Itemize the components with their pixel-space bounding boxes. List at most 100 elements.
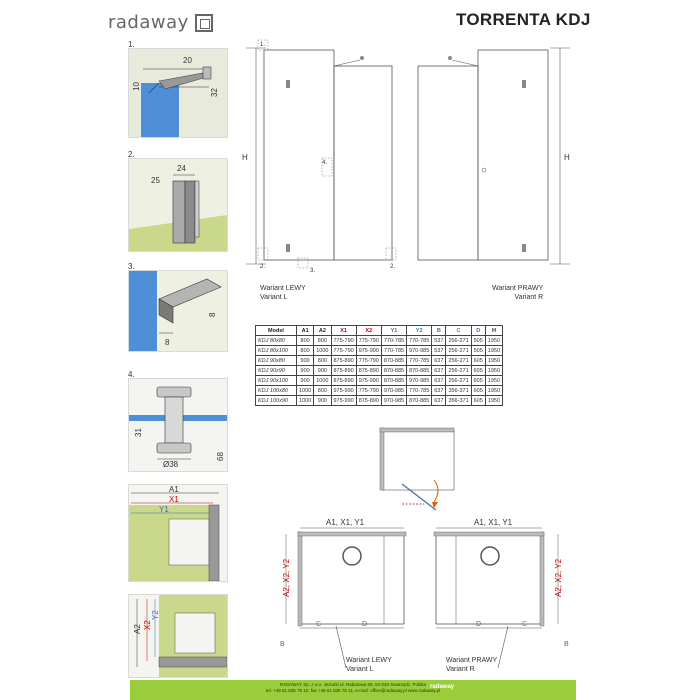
elevation-left-label: Wariant LEWY Variant L: [260, 284, 306, 302]
col-header: X2: [355, 325, 382, 336]
table-cell: 505: [470, 335, 486, 346]
table-cell: 875-890: [355, 365, 382, 376]
plan-left-top-dims: A1, X1, Y1: [326, 518, 365, 527]
footer-contact: tel. +48 61 835 75 10, fax +48 61 835 75…: [265, 688, 441, 693]
table-cell: 770-785: [406, 385, 433, 396]
table-cell: KDJ 90x80: [255, 355, 297, 366]
dim-24: 24: [177, 164, 186, 173]
table-cell: 1000: [295, 385, 315, 396]
plan-right-B: B: [564, 641, 569, 648]
table-cell: 356-371: [445, 385, 472, 396]
table-cell: 505: [470, 345, 486, 356]
table-cell: 975-990: [330, 385, 357, 396]
table-cell: 875-890: [330, 365, 357, 376]
table-cell: 770-785: [380, 335, 408, 346]
table-cell: 970-985: [406, 375, 433, 386]
elevation-left-label-en: Variant L: [260, 294, 288, 301]
table-cell: 870-885: [380, 375, 408, 386]
dim-X1: X1: [169, 495, 179, 504]
table-cell: 1950: [484, 385, 504, 396]
table-cell: 800: [295, 335, 315, 346]
elevation-left-label-pl: Wariant LEWY: [260, 285, 306, 292]
col-header: H: [484, 325, 504, 336]
footer-brand: radaway: [430, 684, 455, 690]
table-cell: 256-271: [445, 355, 472, 366]
table-cell: 900: [295, 375, 315, 386]
table-cell: 256-271: [445, 335, 472, 346]
step-4-detail-panel: 31 Ø38 68: [128, 378, 228, 472]
table-cell: KDJ 90x90: [255, 365, 297, 376]
step-4-number: 4.: [128, 370, 135, 379]
callout-4: 4.: [322, 160, 327, 166]
plan-right-label-pl: Wariant PRAWY: [446, 657, 498, 664]
table-cell: KDJ 100x80: [255, 385, 297, 396]
plan-right-top-dims: A1, X1, Y1: [474, 518, 513, 527]
dim-20: 20: [183, 56, 192, 65]
table-cell: 1950: [484, 335, 504, 346]
table-cell: 870-885: [380, 365, 408, 376]
plan-left-label-pl: Wariant LEWY: [346, 657, 392, 664]
table-cell: 870-885: [406, 395, 433, 406]
step-2-detail-panel: 24 25: [128, 158, 228, 252]
table-cell: 870-885: [406, 365, 433, 376]
table-cell: 356-371: [445, 395, 472, 406]
plan-left-label-en: Variant L: [346, 666, 374, 673]
callout-3: 3.: [310, 268, 315, 274]
hinge-profile-drawing: 24 25: [129, 159, 227, 251]
table-cell: 975-990: [330, 395, 357, 406]
table-cell: 256-271: [445, 365, 472, 376]
table-cell: 637: [431, 375, 447, 386]
table-cell: 256-271: [445, 375, 472, 386]
table-cell: 1950: [484, 355, 504, 366]
height-H-right: H: [564, 153, 570, 162]
table-cell: KDJ 100x90: [255, 395, 297, 406]
table-cell: 537: [431, 335, 447, 346]
wall-mount-bracket-drawing: 20 10 32: [129, 49, 227, 137]
table-cell: 900: [295, 365, 315, 376]
dim-8-height: 8: [208, 312, 217, 317]
table-cell: 900: [295, 355, 315, 366]
table-cell: 1950: [484, 395, 504, 406]
elevation-right-label: Wariant PRAWY Variant R: [492, 284, 543, 302]
elevation-right-label-en: Variant R: [514, 294, 544, 301]
table-cell: 875-890: [355, 395, 382, 406]
table-cell: 975-990: [355, 345, 382, 356]
table-cell: 775-790: [330, 335, 357, 346]
profile-section-drawing: 8 8: [129, 271, 227, 351]
step-2-number: 2.: [128, 150, 135, 159]
table-cell: 800: [313, 335, 332, 346]
dim-10: 10: [132, 82, 141, 91]
table-cell: 970-985: [406, 345, 433, 356]
col-header: X1: [330, 325, 357, 336]
wall-depth-detail-panel: A2 X2 Y2: [128, 594, 228, 678]
table-cell: 605: [470, 375, 486, 386]
table-cell: 637: [431, 395, 447, 406]
table-header-row: Model A1 A2 X1 X2 Y1 Y2 B C D H: [255, 325, 504, 336]
door-swing-diagram: [379, 427, 455, 511]
table-cell: 605: [470, 355, 486, 366]
elevation-right-label-pl: Wariant PRAWY: [492, 285, 544, 292]
width-detail-drawing: A1 X1 Y1: [129, 485, 227, 581]
step-1-number: 1.: [128, 40, 135, 49]
col-header: Model: [255, 325, 297, 336]
plan-right-label-en: Variant R: [446, 666, 475, 673]
dim-Y2: Y2: [151, 610, 160, 620]
table-cell: 605: [470, 385, 486, 396]
table-cell: 970-985: [380, 395, 408, 406]
callout-1: 1.: [260, 42, 265, 48]
height-H-left: H: [242, 153, 248, 162]
table-cell: 637: [431, 365, 447, 376]
step-1-detail-panel: 20 10 32: [128, 48, 228, 138]
col-header: A2: [313, 325, 332, 336]
table-cell: 1000: [295, 395, 315, 406]
dim-68: 68: [216, 452, 225, 461]
table-cell: 1950: [484, 365, 504, 376]
callout-2-right: 2.: [390, 264, 395, 270]
dim-32: 32: [210, 88, 219, 97]
table-cell: 875-890: [330, 355, 357, 366]
